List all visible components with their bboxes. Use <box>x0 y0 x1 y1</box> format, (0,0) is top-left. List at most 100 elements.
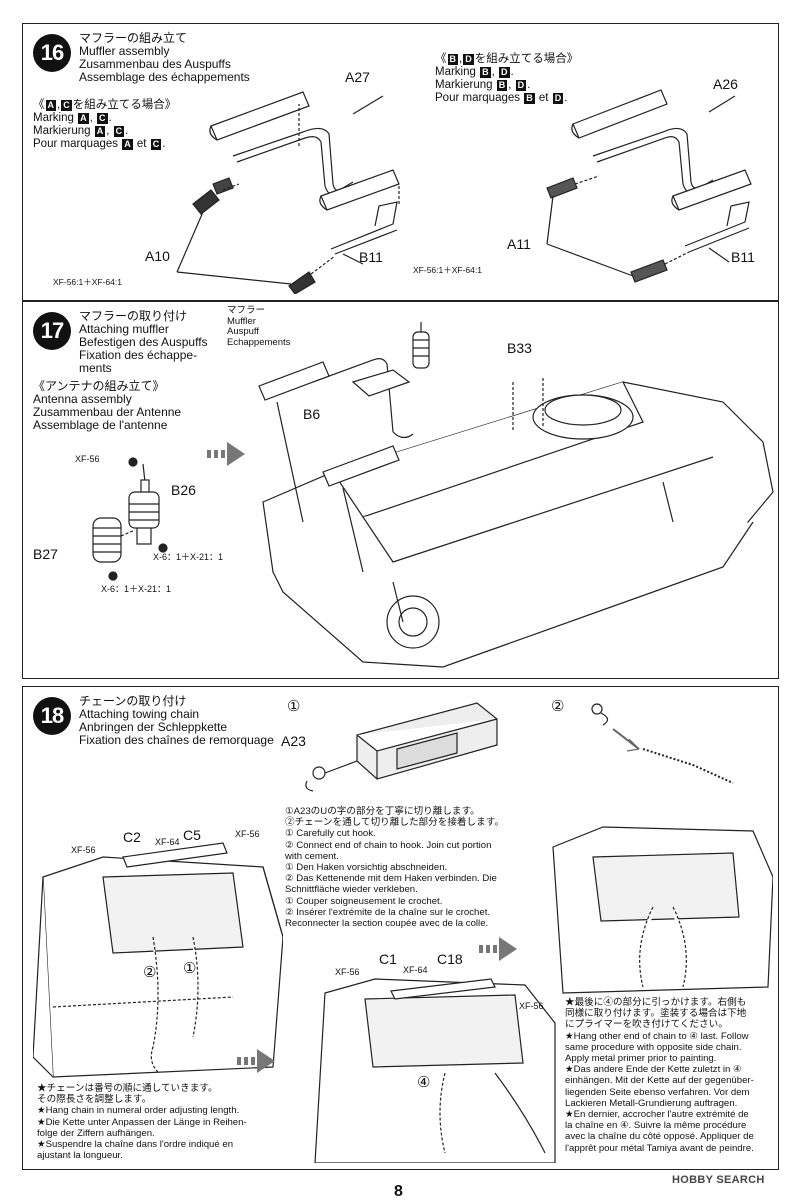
sub-title-fr: Assemblage de l'antenne <box>33 418 168 432</box>
page-number: 8 <box>394 1183 403 1200</box>
arrow-icon <box>237 1049 275 1073</box>
note-line: ① Carefully cut hook. <box>285 828 376 840</box>
part-label-B27: B27 <box>33 546 58 562</box>
note-line: la chaîne en ④. Suivre la même procédure <box>565 1120 747 1132</box>
title-en: Muffler assembly <box>79 44 170 58</box>
note-line: Reconnecter la section coupée avec de la… <box>285 918 489 930</box>
watermark: HOBBY SEARCH <box>672 1174 765 1186</box>
note-line: with cement. <box>285 850 339 862</box>
tank-rear-middle-illustration <box>314 978 556 1163</box>
note-line: einhängen. Mit der Kette auf der gegenüb… <box>565 1075 754 1087</box>
antenna-subtitle: 《アンテナの組み立て》 Antenna assembly Zusammenbau… <box>33 380 181 432</box>
muffler-left-illustration <box>176 91 400 294</box>
step-18-title: チェーンの取り付け Attaching towing chain Anbring… <box>79 695 274 747</box>
paint-antenna-bottom: X-6：1＋X-21：1 <box>101 584 172 594</box>
sub-title-jp: 《アンテナの組み立て》 <box>33 379 165 393</box>
title-de: Anbringen der Schleppkette <box>79 720 228 734</box>
step-17-title: マフラーの取り付け Attaching muffler Befestigen d… <box>79 310 208 375</box>
paint-mid-xf56-b: XF-56 <box>519 1001 544 1011</box>
variant-left-line: Pour marquages A et C. <box>33 138 166 150</box>
part-label-B11-left: B11 <box>359 249 383 265</box>
paint-left-xf56-b: XF-56 <box>235 829 260 839</box>
step-number-18: 18 <box>33 697 71 735</box>
step-16-panel: 16 マフラーの組み立て Muffler assembly Zusammenba… <box>22 23 779 301</box>
part-label-A26: A26 <box>713 76 738 92</box>
hook-detail-illustration <box>305 702 498 792</box>
part-label-C2: C2 <box>123 829 141 845</box>
note-line: にプライマーを吹き付けてください。 <box>565 1019 728 1031</box>
note-line: ajustant la longueur. <box>37 1150 123 1162</box>
title-jp: マフラーの取り付け <box>79 309 188 323</box>
note-line: folge der Ziffern aufhängen. <box>37 1127 155 1139</box>
antenna-assembly-illustration <box>92 457 168 581</box>
note-line: その際長さを調整します。 <box>37 1094 152 1106</box>
title-en: Attaching muffler <box>79 322 169 336</box>
title-en: Attaching towing chain <box>79 707 200 721</box>
title-jp: マフラーの組み立て <box>79 31 188 45</box>
part-label-B33: B33 <box>507 340 532 356</box>
right-notes: ★最後に④の部分に引っかけます。右側も 同様に取り付けます。塗装する場合は下地 … <box>565 997 754 1154</box>
note-line: ② Connect end of chain to hook. Join cut… <box>285 839 492 851</box>
part-label-A10: A10 <box>145 248 170 264</box>
part-label-A27: A27 <box>345 69 370 85</box>
note-line: ① Den Haken vorsichtig abschneiden. <box>285 862 448 874</box>
note-line: ①A23のUの字の部分を丁寧に切り離します。 <box>285 806 480 817</box>
title-de: Befestigen des Auspuffs <box>79 335 208 349</box>
variant-right-line: Markierung B, D. <box>435 79 531 91</box>
note-line: liegenden Seite ebenso verfahren. Vor de… <box>565 1086 750 1098</box>
variant-left-line: Marking A, C. <box>33 112 112 124</box>
note-line: ★チェーンは番号の順に通していきます。 <box>37 1083 218 1094</box>
sub-title-en: Antenna assembly <box>33 392 132 406</box>
part-label-A23: A23 <box>281 733 306 749</box>
step-number-16: 16 <box>33 34 71 72</box>
chain-order-2: ② <box>143 964 157 981</box>
note-line: ★最後に④の部分に引っかけます。右側も <box>565 997 747 1008</box>
note-line: same procedure with opposite side chain. <box>565 1041 742 1053</box>
sub-title-de: Zusammenbau der Antenne <box>33 405 182 419</box>
callout-en: Muffler <box>227 315 256 327</box>
paint-mid-xf64: XF-64 <box>403 965 428 975</box>
chain-order-4: ④ <box>417 1074 431 1091</box>
chain-detail-illustration <box>591 703 734 784</box>
part-label-B26: B26 <box>171 482 196 498</box>
part-label-C5: C5 <box>183 827 201 843</box>
step-16-title: マフラーの組み立て Muffler assembly Zusammenbau d… <box>79 32 250 84</box>
paint-mid-xf56-a: XF-56 <box>335 967 360 977</box>
note-line: Schnittfläche wieder verkleben. <box>285 884 418 896</box>
paint-left: XF-56:1＋XF-64:1 <box>53 277 122 287</box>
paint-right: XF-56:1＋XF-64:1 <box>413 265 482 275</box>
paint-antenna-right: X-6：1＋X-21：1 <box>153 552 224 562</box>
arrow-icon <box>479 937 517 961</box>
note-line: ② Das Kettenende mit dem Haken verbinden… <box>285 873 497 885</box>
title-fr: Fixation des chaînes de remorquage <box>79 733 274 747</box>
part-label-C18: C18 <box>437 951 463 967</box>
detail-1-notes: ①A23のUの字の部分を丁寧に切り離します。 ②チェーンを通して切り離した部分を… <box>285 806 504 929</box>
title-fr: Fixation des échappe- <box>79 348 198 362</box>
variant-right-line: Pour marquages B et D. <box>435 92 568 104</box>
detail-marker-1: ① <box>287 698 301 715</box>
tank-rear-right-illustration <box>552 826 773 994</box>
part-label-B11-right: B11 <box>731 249 755 265</box>
paint-left-xf64: XF-64 <box>155 837 180 847</box>
callout-jp: マフラー <box>227 305 266 316</box>
paint-antenna-top: XF-56 <box>75 454 100 464</box>
tank-illustration <box>258 322 774 668</box>
part-label-C1: C1 <box>379 951 397 967</box>
note-line: 同様に取り付けます。塗装する場合は下地 <box>565 1008 747 1020</box>
chain-order-1: ① <box>183 960 197 977</box>
tank-rear-left-illustration <box>33 842 283 1078</box>
step-number-17: 17 <box>33 312 71 350</box>
left-notes: ★チェーンは番号の順に通していきます。 その際長さを調整します。 ★Hang c… <box>37 1083 247 1161</box>
variant-right-line: Marking B, D. <box>435 66 514 78</box>
title-jp: チェーンの取り付け <box>79 694 187 708</box>
note-line: avec la chaîne du côté opposé. Appliquer… <box>565 1131 754 1143</box>
note-line: ★Hang other end of chain to ④ last. Foll… <box>565 1030 749 1042</box>
note-line: Apply metal primer prior to painting. <box>565 1053 717 1065</box>
note-line: ★Die Kette unter Anpassen der Länge in R… <box>37 1116 247 1128</box>
part-label-A11: A11 <box>507 236 531 252</box>
step-17-panel: 17 マフラーの取り付け Attaching muffler Befestige… <box>22 301 779 679</box>
note-line: ★En dernier, accrocher l'autre extrémité… <box>565 1109 749 1121</box>
